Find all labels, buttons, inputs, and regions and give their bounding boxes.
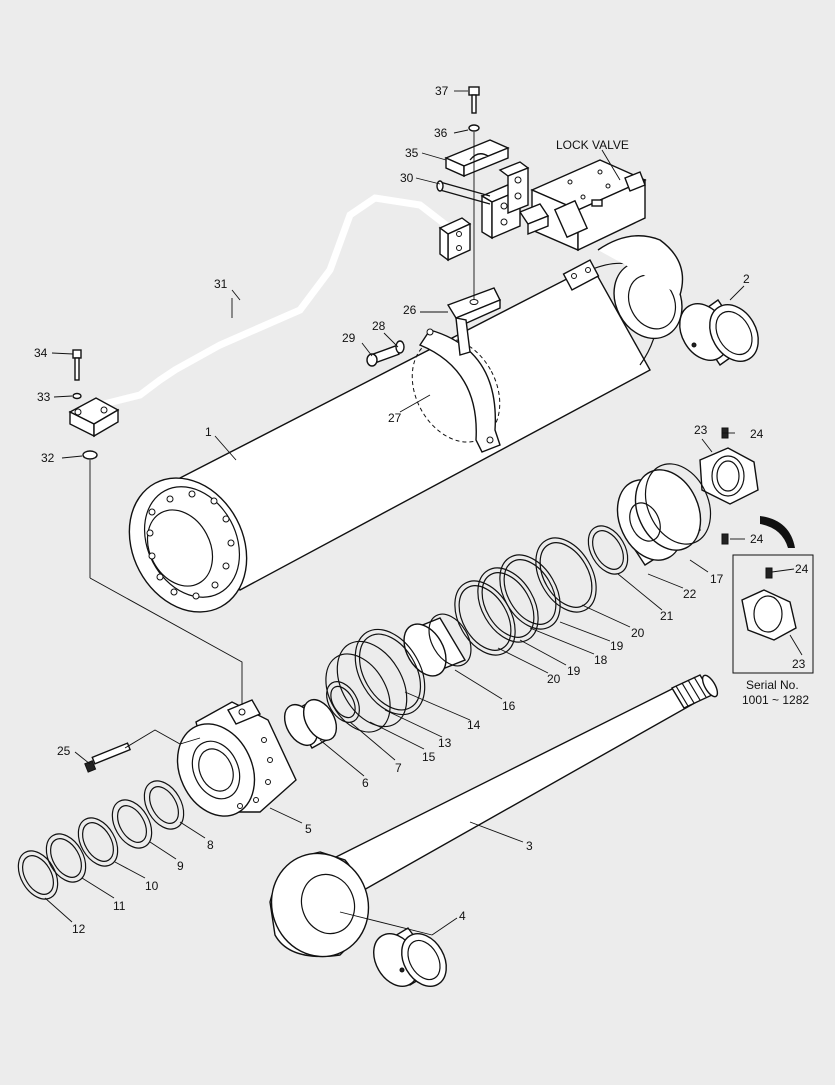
callout-20a: 20 <box>631 626 645 640</box>
callout-18: 18 <box>594 653 608 667</box>
callout-37: 37 <box>435 84 449 98</box>
hex-fitting <box>518 203 550 236</box>
callout-2: 2 <box>743 272 750 286</box>
callout-12: 12 <box>72 922 86 936</box>
serial-inset <box>732 554 814 674</box>
callout-30: 30 <box>400 171 414 185</box>
callout-26: 26 <box>403 303 417 317</box>
callout-1: 1 <box>205 425 212 439</box>
callout-7: 7 <box>395 761 402 775</box>
callout-19a: 19 <box>610 639 624 653</box>
callout-32: 32 <box>41 451 55 465</box>
bolt-29 <box>366 340 405 367</box>
seal-rings <box>454 525 629 656</box>
callout-31: 31 <box>214 277 228 291</box>
bolt-37 <box>468 86 480 300</box>
bolt-25 <box>84 742 132 773</box>
callout-28: 28 <box>372 319 386 333</box>
callout-20b: 20 <box>547 672 561 686</box>
bushing-4 <box>373 927 447 987</box>
callout-15: 15 <box>422 750 436 764</box>
rod-seals <box>17 780 185 900</box>
head-seal-rings <box>325 628 426 733</box>
cylinder-tube <box>128 235 684 613</box>
callout-21: 21 <box>660 609 674 623</box>
callout-29: 29 <box>342 331 356 345</box>
callout-9: 9 <box>177 859 184 873</box>
piston-17 <box>616 463 712 566</box>
callout-24c: 24 <box>795 562 809 576</box>
callout-36: 36 <box>434 126 448 140</box>
bolt-34 <box>72 349 82 400</box>
piston-rod-3 <box>269 674 719 958</box>
serial-label: Serial No. <box>746 678 799 692</box>
bushing-2 <box>679 299 759 366</box>
callout-24b: 24 <box>750 532 764 546</box>
callout-35: 35 <box>405 146 419 160</box>
set-screw-24b <box>721 533 729 545</box>
callout-22: 22 <box>683 587 697 601</box>
callout-16: 16 <box>502 699 516 713</box>
callout-8: 8 <box>207 838 214 852</box>
serial-range: 1001 ~ 1282 <box>742 693 809 707</box>
callout-23b: 23 <box>792 657 806 671</box>
rod-head-5 <box>176 699 297 817</box>
callout-33: 33 <box>37 390 51 404</box>
lock-valve-label: LOCK VALVE <box>556 138 629 152</box>
callout-34: 34 <box>34 346 48 360</box>
curved-arrow <box>760 516 795 548</box>
callout-10: 10 <box>145 879 159 893</box>
lock-nut-23 <box>699 447 759 505</box>
callout-23a: 23 <box>694 423 708 437</box>
callout-14: 14 <box>467 718 481 732</box>
callout-5: 5 <box>305 822 312 836</box>
callout-3: 3 <box>526 839 533 853</box>
callout-6: 6 <box>362 776 369 790</box>
callout-4: 4 <box>459 909 466 923</box>
flange-block <box>68 397 120 438</box>
callout-11: 11 <box>113 899 126 913</box>
o-ring-32 <box>82 450 98 460</box>
pipe-clamp-blocks <box>436 139 530 262</box>
callout-17: 17 <box>710 572 724 586</box>
flange-bolt-holes <box>146 490 235 600</box>
bushing-6 <box>283 699 338 749</box>
callout-25: 25 <box>57 744 71 758</box>
callout-24a: 24 <box>750 427 764 441</box>
callout-19b: 19 <box>567 664 581 678</box>
callout-27: 27 <box>388 411 402 425</box>
pipe-bracket <box>446 287 501 356</box>
leader-lines <box>44 90 803 936</box>
callout-13: 13 <box>438 736 452 750</box>
lock-valve <box>518 159 647 252</box>
